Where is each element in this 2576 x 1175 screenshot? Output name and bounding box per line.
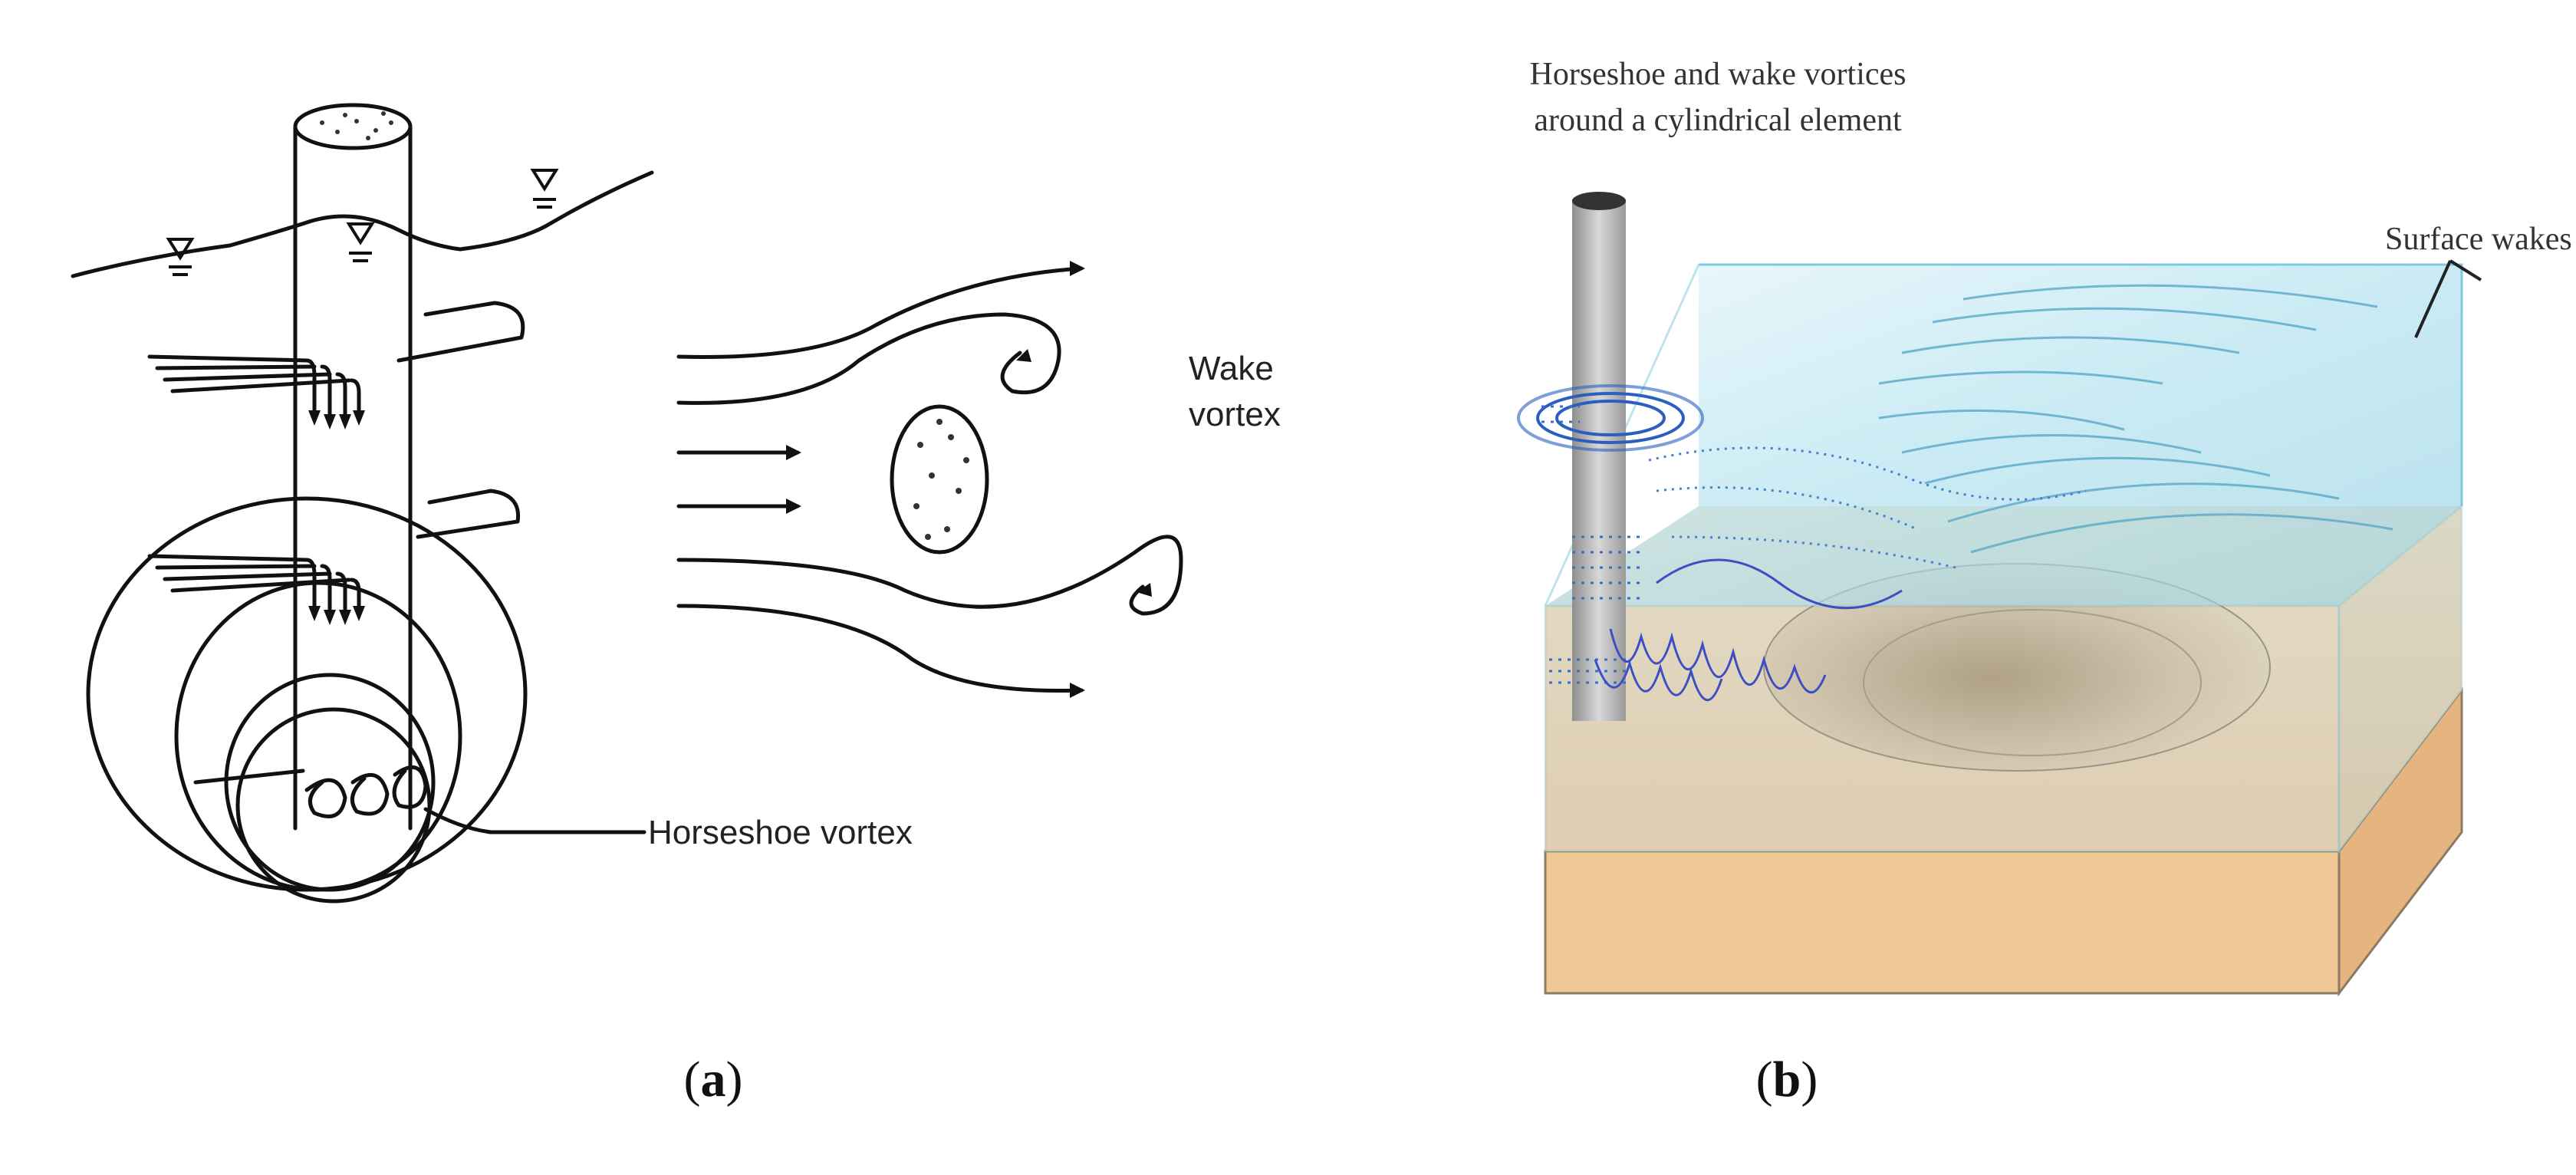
water-level-marker bbox=[166, 238, 195, 261]
pile-top bbox=[293, 103, 413, 150]
panel-b-illustration: Horseshoe and wake vortices around a cyl… bbox=[1517, 57, 2572, 997]
caption-open-paren: ( bbox=[1755, 1052, 1773, 1108]
helical-vortex-lines bbox=[1594, 558, 1903, 702]
caption-letter: a bbox=[700, 1052, 726, 1108]
horseshoe-loop-2 bbox=[350, 773, 390, 816]
panel-a-caption: (a) bbox=[637, 1051, 790, 1109]
caption-letter: b bbox=[1772, 1052, 1801, 1108]
approach-flow-lines bbox=[1541, 405, 1641, 684]
scour-ellipse-inner bbox=[224, 673, 436, 892]
panel-b-caption: (b) bbox=[1710, 1051, 1864, 1109]
caption-open-paren: ( bbox=[683, 1052, 701, 1108]
sand-block-front bbox=[1544, 850, 2341, 995]
caption-close-paren: ) bbox=[725, 1052, 743, 1108]
water-level-marker bbox=[346, 222, 375, 245]
surface-vortex-ring bbox=[1517, 384, 1704, 452]
water-level-marker bbox=[530, 169, 559, 192]
water-front-face bbox=[1544, 604, 2341, 853]
panel-a: Wake vortex Horseshoe vortex (a) bbox=[71, 103, 1281, 1109]
scour-ellipse-core bbox=[235, 707, 432, 903]
panel-a-diagram: Wake vortex Horseshoe vortex bbox=[71, 103, 1281, 903]
horseshoe-vortex-label: Horseshoe vortex bbox=[648, 814, 913, 851]
caption-close-paren: ) bbox=[1801, 1052, 1818, 1108]
plan-view-pile bbox=[890, 404, 989, 555]
water-side-face bbox=[2337, 503, 2463, 855]
water-top-surface bbox=[1545, 265, 2462, 606]
water-surface-line bbox=[71, 170, 654, 278]
wake-dotted-lines bbox=[1648, 446, 2087, 569]
sand-block-side bbox=[2337, 686, 2463, 997]
surface-wake-arcs bbox=[1878, 284, 2393, 554]
pile-top-cap bbox=[1572, 192, 1626, 210]
horseshoe-loop-3 bbox=[392, 765, 428, 809]
pile-body bbox=[1572, 199, 1626, 721]
panel-b: Horseshoe and wake vortices around a cyl… bbox=[1319, 0, 2576, 1175]
scour-ellipse-middle bbox=[174, 581, 462, 892]
horseshoe-loop-1 bbox=[304, 778, 347, 818]
wake-vortex-label-line2: vortex bbox=[1189, 396, 1281, 433]
panel-b-title-line1: Horseshoe and wake vortices bbox=[1530, 57, 1907, 92]
panel-b-title-line2: around a cylindrical element bbox=[1534, 103, 1902, 138]
surface-wakes-label: Surface wakes bbox=[2385, 222, 2572, 257]
wake-vortex-label-line1: Wake bbox=[1189, 350, 1274, 387]
